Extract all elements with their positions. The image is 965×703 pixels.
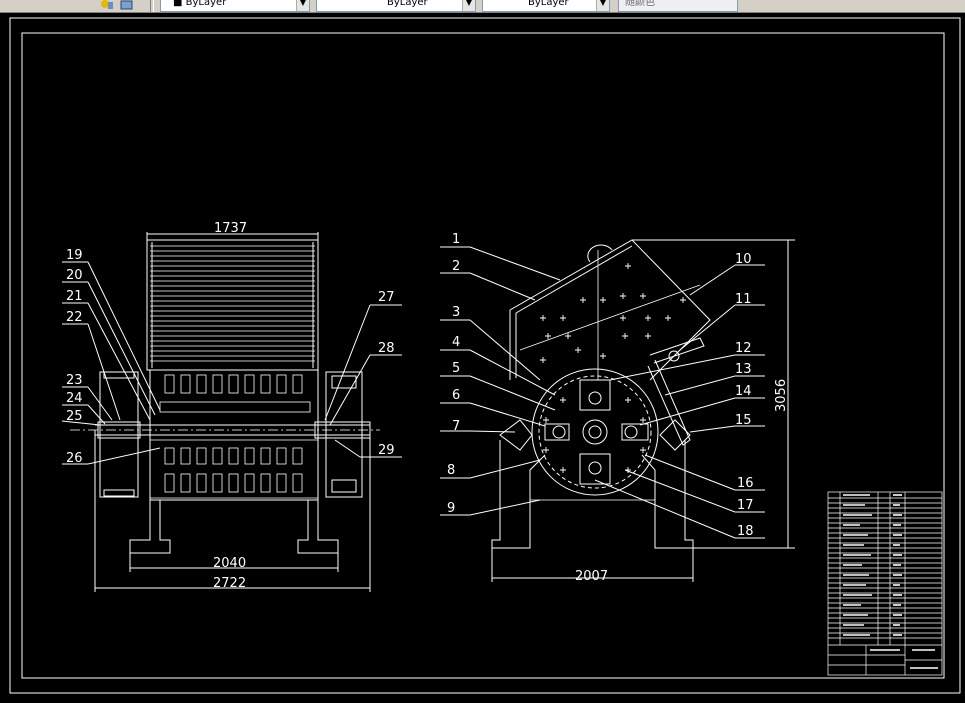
right-bracket xyxy=(659,419,691,451)
toolbar-separator xyxy=(150,0,154,12)
dropdown-arrow-icon[interactable]: ▼ xyxy=(296,0,309,11)
rotor-disc xyxy=(531,368,659,496)
callout-24: 24 xyxy=(66,391,83,406)
side-view xyxy=(440,239,795,582)
impact-plate xyxy=(647,359,691,446)
hopper-body xyxy=(146,239,319,371)
linetype-control-combo[interactable]: ByLayer ▼ xyxy=(316,0,476,12)
dropdown-arrow-icon[interactable]: ▼ xyxy=(462,0,475,11)
layer-state-icon[interactable] xyxy=(100,0,114,9)
adjusting-bar xyxy=(649,337,705,364)
callout-7: 7 xyxy=(452,419,460,434)
callout-1: 1 xyxy=(452,232,460,247)
callout-28: 28 xyxy=(378,341,395,356)
callout-14: 14 xyxy=(735,384,752,399)
front-view xyxy=(61,232,402,592)
dim-text-2040: 2040 xyxy=(213,556,246,571)
parts-list-entries xyxy=(843,494,938,669)
parts-list-table xyxy=(827,491,943,676)
left-bracket xyxy=(499,419,533,451)
left-leg xyxy=(129,500,171,554)
plotstyle-control-value: 随颜色 xyxy=(625,0,655,8)
rotor-bolts xyxy=(543,397,646,473)
callout-12: 12 xyxy=(735,341,752,356)
callout-22: 22 xyxy=(66,310,83,325)
callout-13: 13 xyxy=(735,362,752,377)
front-view-labels: 1737 2040 2722 19 20 21 22 23 24 25 26 2… xyxy=(66,221,395,591)
cad-drawing: 1737 2040 2722 19 20 21 22 23 24 25 26 2… xyxy=(9,17,961,694)
right-leg xyxy=(297,500,339,554)
feed-hopper xyxy=(509,239,711,381)
hammer-rows xyxy=(150,374,318,499)
callout-10: 10 xyxy=(735,252,752,267)
linetype-control-value: ByLayer xyxy=(387,0,428,8)
layer-previous-icon[interactable] xyxy=(120,0,134,10)
hopper-hatch xyxy=(150,245,315,362)
right-base-leg xyxy=(641,440,694,549)
callout-27: 27 xyxy=(378,290,395,305)
callout-20: 20 xyxy=(66,268,83,283)
dim-text-3056: 3056 xyxy=(774,379,789,412)
callout-3: 3 xyxy=(452,305,460,320)
callout-26: 26 xyxy=(66,451,83,466)
callout-23: 23 xyxy=(66,373,83,388)
rotor-hub xyxy=(582,419,608,445)
callout-2: 2 xyxy=(452,259,460,274)
callout-4: 4 xyxy=(452,335,460,350)
dim-text-2007: 2007 xyxy=(575,569,608,584)
drawing-canvas[interactable]: 1737 2040 2722 19 20 21 22 23 24 25 26 2… xyxy=(0,13,965,699)
callout-15: 15 xyxy=(735,413,752,428)
callout-9: 9 xyxy=(447,501,455,516)
hopper-bolts xyxy=(540,263,686,363)
callout-16: 16 xyxy=(737,476,754,491)
dim-text-1737: 1737 xyxy=(214,221,247,236)
color-control-combo[interactable]: ■ ByLayer ▼ xyxy=(160,0,310,12)
callout-21: 21 xyxy=(66,289,83,304)
side-view-labels: 2007 3056 1 2 3 4 5 6 7 8 9 10 11 12 13 … xyxy=(447,232,789,584)
lineweight-control-value: ByLayer xyxy=(528,0,569,8)
dropdown-arrow-icon[interactable]: ▼ xyxy=(596,0,609,11)
color-control-value: ■ ByLayer xyxy=(173,0,227,8)
dim-text-2722: 2722 xyxy=(213,576,246,591)
callout-19: 19 xyxy=(66,248,83,263)
plotstyle-control-combo[interactable]: 随颜色 xyxy=(618,0,738,12)
properties-toolbar: ■ ByLayer ▼ ByLayer ▼ ByLayer ▼ 随颜色 xyxy=(0,0,965,13)
callout-8: 8 xyxy=(447,463,455,478)
lifting-lug xyxy=(587,244,613,263)
callout-17: 17 xyxy=(737,498,754,513)
callout-25: 25 xyxy=(66,409,83,424)
callout-11: 11 xyxy=(735,292,752,307)
sheet-border xyxy=(9,17,961,694)
callout-6: 6 xyxy=(452,388,460,403)
lineweight-control-combo[interactable]: ByLayer ▼ xyxy=(482,0,610,12)
callout-18: 18 xyxy=(737,524,754,539)
drawing-frame xyxy=(21,32,945,679)
callout-5: 5 xyxy=(452,361,460,376)
callout-29: 29 xyxy=(378,443,395,458)
